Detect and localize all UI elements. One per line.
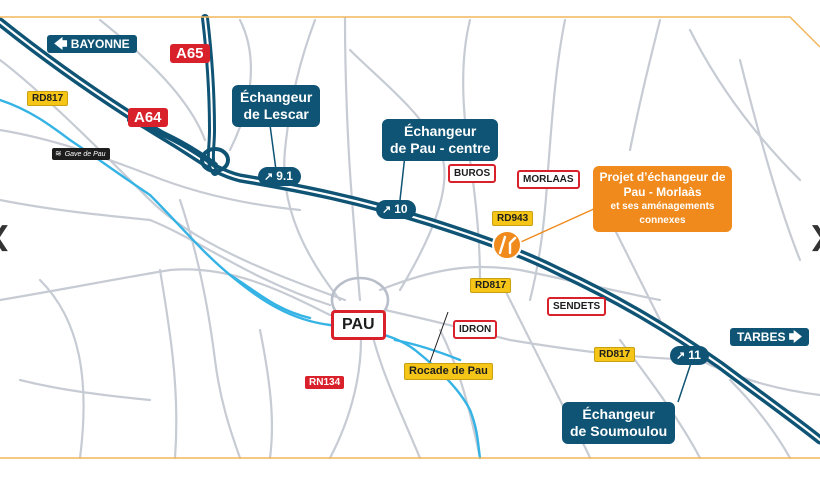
interchange-soumoulou-line1: Échangeur xyxy=(582,406,655,422)
road-line xyxy=(728,378,792,460)
road-line xyxy=(438,328,482,460)
road-line xyxy=(688,28,802,182)
motorway-exit-icon: ↗ xyxy=(382,204,392,216)
town-morlaas-label: MORLAAS xyxy=(517,170,580,189)
arrow-right-icon: 🡆 xyxy=(788,329,803,344)
pau-centre-leader-line xyxy=(399,154,406,201)
direction-bayonne-sign: 🡄 BAYONNE xyxy=(47,35,137,53)
chevron-left-icon[interactable]: ❮ xyxy=(0,222,12,252)
interchange-lescar-line2: de Lescar xyxy=(243,106,309,122)
lescar-leader-line xyxy=(269,124,277,171)
town-pau-label: PAU xyxy=(331,310,386,340)
leader-lines xyxy=(269,124,693,403)
road-line xyxy=(258,328,274,460)
river-name: Gave de Pau xyxy=(64,151,106,158)
road-rd943-label: RD943 xyxy=(492,211,534,226)
river-line xyxy=(393,338,462,362)
road-rd817-mid-label: RD817 xyxy=(470,278,512,293)
road-line xyxy=(628,18,662,152)
frame-top xyxy=(0,16,820,48)
direction-tarbes-sign: TARBES 🡆 xyxy=(730,328,810,346)
road-line xyxy=(38,278,85,460)
exit-11-number: 11 xyxy=(688,348,701,362)
motorway-exit-icon: ↗ xyxy=(676,350,686,362)
road-line xyxy=(158,268,178,460)
interchange-loop xyxy=(200,147,230,173)
project-leader-line xyxy=(511,207,597,247)
road-line xyxy=(738,58,802,262)
river-gave-de-pau xyxy=(0,98,482,460)
road-line xyxy=(98,18,207,142)
interchange-soumoulou-line2: de Soumoulou xyxy=(570,423,668,439)
town-idron-label: IDRON xyxy=(453,320,498,339)
river-line xyxy=(0,98,482,460)
project-subtitle: et ses aménagements connexes xyxy=(610,201,715,226)
motorway-exit-icon: ↗ xyxy=(264,171,274,183)
water-waves-icon: ≋ xyxy=(55,149,62,158)
direction-bayonne-label: BAYONNE xyxy=(70,37,130,51)
direction-tarbes-label: TARBES xyxy=(737,330,786,344)
project-morlaas-callout: Projet d’échangeur de Pau - Morlaàs et s… xyxy=(593,166,732,232)
interchange-soumoulou-callout: Échangeur de Soumoulou xyxy=(562,402,676,444)
road-line xyxy=(378,265,662,302)
river-line xyxy=(228,273,312,320)
road-line xyxy=(18,378,152,402)
road-line xyxy=(0,128,302,212)
river-gave-de-pau-label: ≋Gave de Pau xyxy=(52,148,110,160)
project-title: Projet d’échangeur de Pau - Morlaàs xyxy=(599,170,726,199)
soumoulou-leader-line xyxy=(677,359,693,403)
rocade-de-pau-label: Rocade de Pau xyxy=(404,363,493,380)
road-rn134-label: RN134 xyxy=(305,376,345,389)
road-line xyxy=(348,48,446,292)
exit-9-1-number: 9.1 xyxy=(276,169,293,183)
town-sendets-label: SENDETS xyxy=(547,297,607,316)
interchange-marker xyxy=(492,230,522,260)
interchange-pau-centre-line2: de Pau - centre xyxy=(390,140,491,156)
motorway-a65-shield: A65 xyxy=(170,44,210,63)
interchange-icon xyxy=(492,230,522,260)
town-buros-label: BUROS xyxy=(448,164,497,183)
interchange-lescar-line1: Échangeur xyxy=(240,89,313,105)
exit-10-number: 10 xyxy=(394,202,408,216)
road-line xyxy=(0,198,332,307)
interchange-pau-centre-line1: Échangeur xyxy=(404,123,477,139)
interchange-icon-glyph xyxy=(498,235,517,255)
exit-10-badge: ↗10 xyxy=(376,200,416,219)
road-rd817-west-label: RD817 xyxy=(27,91,69,106)
exit-11-badge: ↗11 xyxy=(670,346,709,365)
motorway-a64-shield: A64 xyxy=(128,108,168,127)
road-line xyxy=(178,198,242,460)
road-line xyxy=(283,18,342,302)
road-rd817-east-label: RD817 xyxy=(594,347,636,362)
road-line xyxy=(0,268,332,317)
rocade-leader-line xyxy=(429,311,449,363)
arrow-left-icon: 🡄 xyxy=(54,36,68,51)
interchange-lescar-callout: Échangeur de Lescar xyxy=(232,85,321,127)
road-line xyxy=(383,308,702,362)
map-frame xyxy=(0,16,820,459)
road-line xyxy=(343,16,362,302)
chevron-right-icon[interactable]: ❯ xyxy=(808,222,820,252)
interchange-pau-centre-callout: Échangeur de Pau - centre xyxy=(382,119,499,161)
exit-9-1-badge: ↗9.1 xyxy=(258,167,301,186)
road-network xyxy=(0,16,820,460)
road-line xyxy=(698,358,820,397)
road-line xyxy=(328,318,363,460)
